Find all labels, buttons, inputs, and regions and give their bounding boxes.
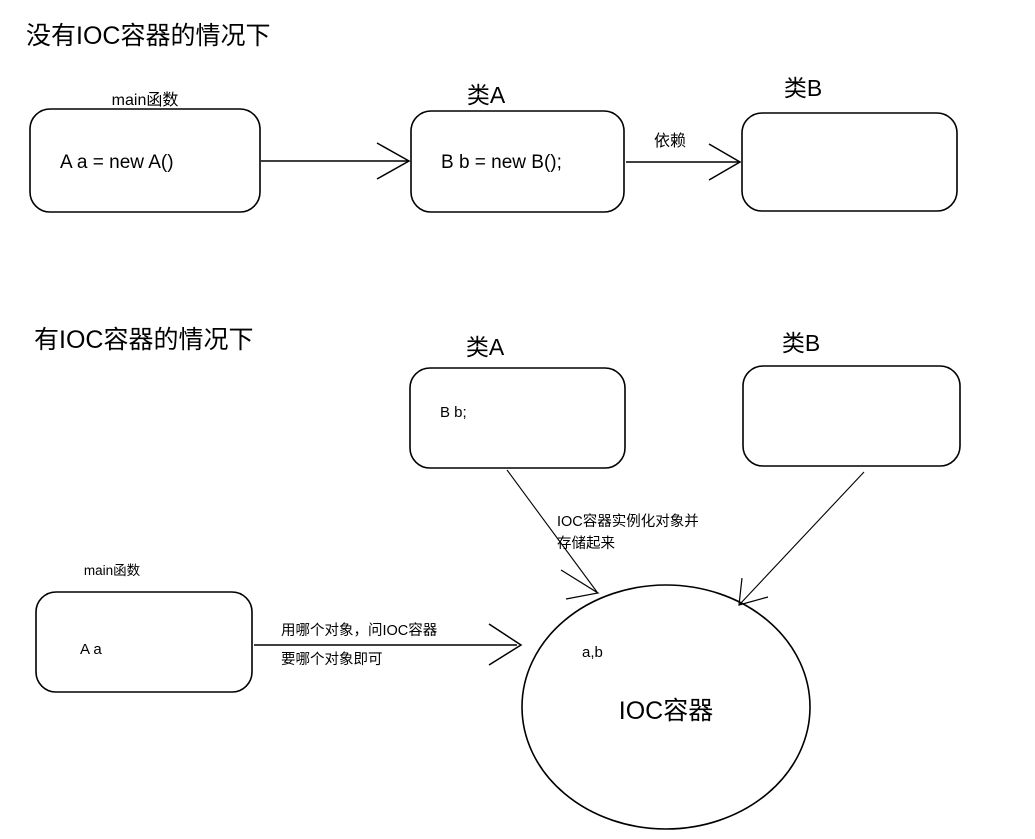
edge-label-dependency: 依赖 <box>654 132 686 150</box>
ioc-container-ellipse <box>521 584 811 830</box>
node-body-main-fn2: A a <box>80 641 102 658</box>
edge-label-ask-ioc-line1: 用哪个对象，问IOC容器 <box>281 622 438 639</box>
ioc-container-title: IOC容器 <box>619 697 713 725</box>
node-box-main-fn <box>29 108 261 213</box>
edge-label-ask-ioc-line2: 要哪个对象即可 <box>281 651 383 668</box>
node-body-class-a: B b = new B(); <box>441 152 562 173</box>
ioc-container-tag: a,b <box>582 644 603 661</box>
node-caption-main-fn2: main函数 <box>84 563 141 578</box>
section-title-without-ioc: 没有IOC容器的情况下 <box>26 22 270 50</box>
edge-label-ioc-instantiate-line1: IOC容器实例化对象并 <box>557 513 699 530</box>
node-caption-class-a2: 类A <box>466 334 505 360</box>
node-box-class-b <box>741 112 958 212</box>
node-caption-class-a: 类A <box>467 82 506 108</box>
edge-class-a-to-class-b: 依赖 <box>626 132 742 181</box>
node-box-class-a2 <box>409 367 626 469</box>
edge-class-a2-to-ioc: IOC容器实例化对象并 存储起来 <box>506 469 699 600</box>
node-body-class-a2: B b; <box>440 404 467 421</box>
edge-label-ioc-instantiate-line2: 存储起来 <box>557 535 615 552</box>
edge-class-b2-to-ioc <box>738 471 865 606</box>
node-box-main-fn2 <box>35 591 253 693</box>
edge-main-fn2-to-ioc: 用哪个对象，问IOC容器 要哪个对象即可 <box>254 622 523 668</box>
node-caption-class-b2: 类B <box>782 330 820 356</box>
edge-main-fn-to-class-a <box>261 142 411 180</box>
section-title-with-ioc: 有IOC容器的情况下 <box>34 326 253 354</box>
node-body-main-fn: A a = new A() <box>60 152 174 173</box>
node-box-class-a <box>410 110 625 213</box>
node-caption-class-b: 类B <box>784 75 822 101</box>
node-box-class-b2 <box>742 365 961 467</box>
node-caption-main-fn: main函数 <box>112 91 179 109</box>
